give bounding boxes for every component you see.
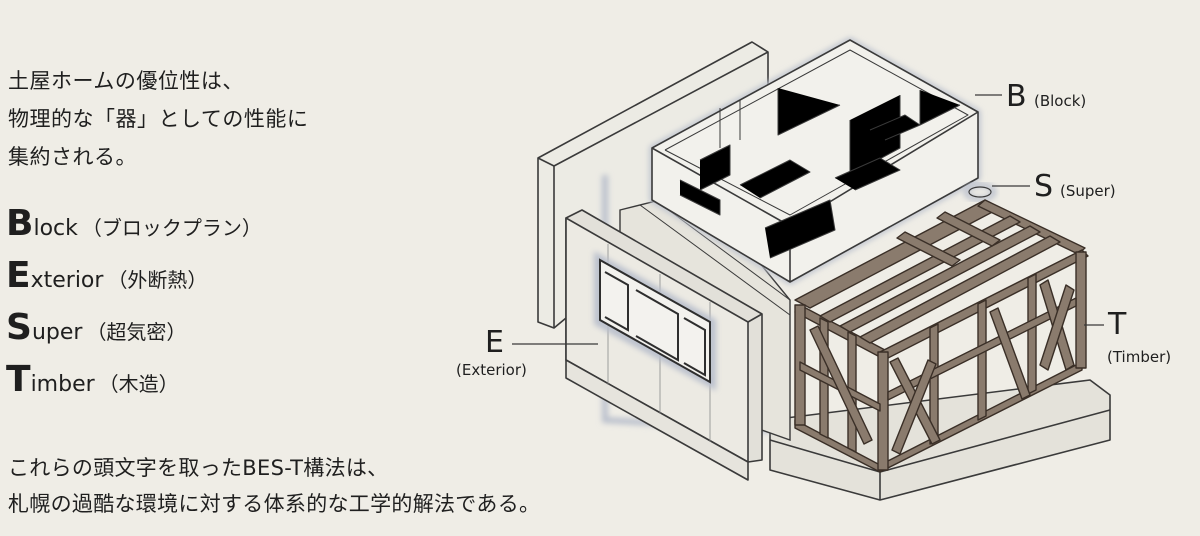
summary-text: これらの頭文字を取ったBES-T構法は、 札幌の過酷な環境に対する体系的な工学的… (8, 450, 540, 522)
term-rest: lock (33, 216, 78, 241)
term-rest: imber (30, 372, 95, 397)
term-rest: uper (31, 320, 83, 345)
summary-line: 札幌の過酷な環境に対する体系的な工学的解法である。 (8, 492, 541, 516)
callout-exterior-label: (Exterior) (456, 361, 527, 379)
term-rest: xterior (30, 268, 104, 293)
callout-super-label: (Super) (1060, 182, 1116, 200)
intro-text: 土屋ホームの優位性は、 物理的な「器」としての性能に 集約される。 (8, 62, 308, 176)
intro-line: 物理的な「器」としての性能に (8, 107, 309, 131)
term-note: （超気密） (86, 320, 187, 344)
callout-block-letter: B (1006, 79, 1027, 114)
term-initial: T (6, 359, 31, 400)
term-initial: S (6, 307, 32, 348)
summary-line: これらの頭文字を取ったBES-T構法は、 (8, 456, 389, 480)
term-note: （外断熱） (107, 268, 208, 292)
intro-line: 土屋ホームの優位性は、 (8, 69, 244, 93)
term-initial: B (6, 203, 34, 244)
window-frame (594, 251, 716, 391)
callout-block-label: (Block) (1034, 92, 1086, 110)
callout-super-letter: S (1034, 169, 1053, 204)
block-upper-volume (649, 37, 981, 285)
super-airtight-marker (963, 182, 997, 202)
timber-frame (794, 199, 1089, 473)
callout-exterior-letter: E (485, 325, 504, 360)
term-note: （ブロックプラン） (81, 216, 262, 240)
callout-timber-label: (Timber) (1107, 348, 1171, 366)
term-initial: E (6, 255, 31, 296)
callout-timber-letter: T (1107, 307, 1127, 342)
leader-lines (512, 94, 1104, 345)
intro-line: 集約される。 (8, 145, 137, 169)
term-note: （木造） (98, 372, 179, 396)
